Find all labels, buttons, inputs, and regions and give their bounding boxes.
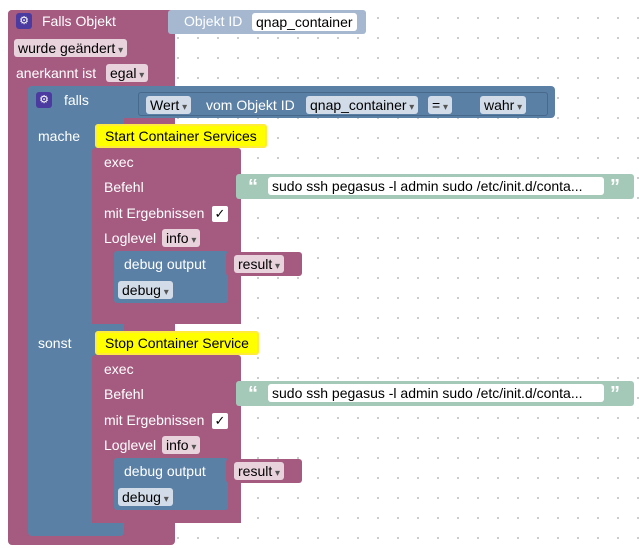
exec-stop-debug-output-label: debug output xyxy=(124,463,206,479)
exec-start-debug-dropdown[interactable]: debug xyxy=(118,281,173,299)
exec-start-command-field[interactable]: sudo ssh pegasus -l admin sudo /etc/init… xyxy=(268,177,604,195)
exec-start-comment[interactable]: Start Container Services xyxy=(95,124,267,148)
condition-compare-dropdown[interactable]: wahr xyxy=(480,96,527,114)
exec-start-command-label: Befehl xyxy=(104,179,144,195)
exec-stop-debug-dropdown[interactable]: debug xyxy=(118,488,173,506)
exec-stop-result-dropdown[interactable]: result xyxy=(234,462,285,480)
trigger-ack-label: anerkannt ist xyxy=(16,65,97,81)
then-label: mache xyxy=(38,128,81,144)
exec-stop-comment[interactable]: Stop Container Service xyxy=(95,331,259,355)
quote-close-icon: ” xyxy=(610,176,620,198)
if-label: falls xyxy=(64,92,89,108)
gear-icon[interactable]: ⚙ xyxy=(36,92,52,108)
trigger-object-id-field[interactable]: qnap_container xyxy=(252,13,357,31)
exec-stop-results-checkbox[interactable]: ✓ xyxy=(212,413,228,429)
quote-open-icon: “ xyxy=(248,176,258,198)
else-label: sonst xyxy=(38,335,72,351)
exec-stop-bottom xyxy=(92,514,241,523)
exec-start-result-dropdown[interactable]: result xyxy=(234,255,285,273)
trigger-ack-dropdown[interactable]: egal xyxy=(106,64,149,82)
condition-value-dropdown[interactable]: Wert xyxy=(146,96,192,114)
quote-close-icon: ” xyxy=(610,383,620,405)
exec-start-bottom xyxy=(92,314,241,324)
exec-start-loglevel-dropdown[interactable]: info xyxy=(162,229,201,247)
exec-stop-results-label: mit Ergebnissen xyxy=(104,412,205,428)
exec-start-debug-output-label: debug output xyxy=(124,256,206,272)
exec-start-results-checkbox[interactable]: ✓ xyxy=(212,206,228,222)
trigger-header[interactable] xyxy=(8,10,168,34)
quote-open-icon: “ xyxy=(248,383,258,405)
exec-stop-loglevel-label: Loglevel xyxy=(104,437,157,453)
condition-operator-dropdown[interactable]: = xyxy=(428,96,452,114)
exec-stop-command-label: Befehl xyxy=(104,386,144,402)
condition-object-id-label: vom Objekt ID xyxy=(206,97,295,113)
exec-stop-label: exec xyxy=(104,361,134,377)
trigger-object-id-label: Objekt ID xyxy=(184,13,243,29)
trigger-title: Falls Objekt xyxy=(42,13,116,29)
exec-stop-loglevel-dropdown[interactable]: info xyxy=(162,436,201,454)
condition-object-id-field[interactable]: qnap_container xyxy=(306,96,419,114)
exec-start-results-label: mit Ergebnissen xyxy=(104,205,205,221)
trigger-change-dropdown[interactable]: wurde geändert xyxy=(14,39,128,57)
exec-start-label: exec xyxy=(104,154,134,170)
exec-stop-command-field[interactable]: sudo ssh pegasus -l admin sudo /etc/init… xyxy=(268,384,604,402)
exec-start-loglevel-label: Loglevel xyxy=(104,230,157,246)
gear-icon[interactable]: ⚙ xyxy=(16,13,32,29)
